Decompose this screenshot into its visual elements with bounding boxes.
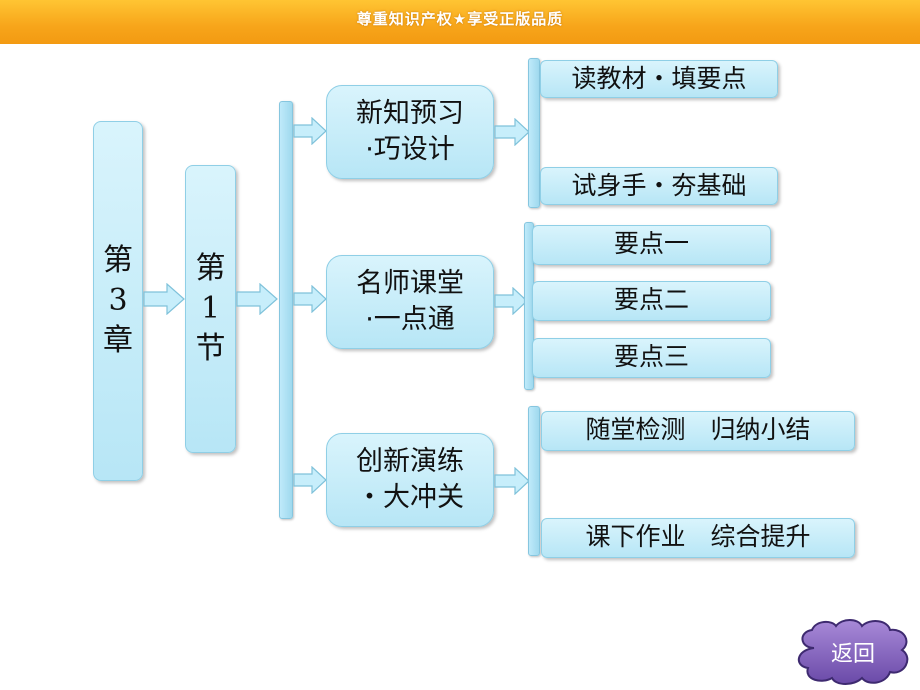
arrow-to-group-3-icon — [293, 466, 327, 494]
item-in-class-test[interactable]: 随堂检测 归纳小结 — [541, 411, 855, 451]
arrow-group-2-to-items-icon — [494, 287, 528, 315]
item-read-textbook[interactable]: 读教材・填要点 — [540, 60, 778, 98]
arrow-to-group-1-icon — [293, 117, 327, 145]
groups-bracket-bar — [279, 101, 293, 519]
item-homework[interactable]: 课下作业 综合提升 — [541, 518, 855, 558]
top-banner: 尊重知识产权★享受正版品质 — [0, 0, 920, 44]
arrow-group-3-to-items-icon — [494, 467, 530, 495]
chapter-line-1: 第 — [103, 243, 133, 278]
group-3-box[interactable]: 创新演练 ・大冲关 — [326, 433, 494, 527]
arrow-group-1-to-items-icon — [494, 118, 530, 146]
group-3-items-bar — [528, 406, 540, 556]
section-line-2: 1 — [200, 291, 221, 326]
group-2-box[interactable]: 名师课堂 ·一点通 — [326, 255, 494, 349]
arrow-chapter-to-section-icon — [143, 283, 185, 315]
group-1-line-1: 新知预习 — [356, 98, 464, 129]
group-3-line-2: ・大冲关 — [356, 482, 464, 513]
chapter-line-2: 3 — [108, 283, 128, 318]
back-button-cloud-icon[interactable] — [792, 618, 914, 686]
arrow-to-group-2-icon — [293, 285, 327, 313]
chapter-box[interactable]: 第 3 章 — [93, 121, 143, 481]
item-try-yourself[interactable]: 试身手・夯基础 — [540, 167, 778, 205]
group-2-line-1: 名师课堂 — [356, 268, 464, 299]
group-2-line-2: ·一点通 — [365, 304, 455, 335]
section-line-3: 节 — [195, 331, 226, 366]
section-box[interactable]: 第 1 节 — [185, 165, 236, 453]
banner-text: 尊重知识产权★享受正版品质 — [356, 10, 564, 28]
group-1-line-2: ·巧设计 — [365, 134, 455, 165]
section-line-1: 第 — [195, 251, 226, 286]
arrow-section-to-groups-icon — [236, 283, 278, 315]
back-button-label[interactable]: 返回 — [830, 642, 875, 667]
item-key-point-2[interactable]: 要点二 — [532, 281, 771, 321]
item-key-point-3[interactable]: 要点三 — [532, 338, 771, 378]
chapter-line-3: 章 — [103, 323, 133, 358]
group-1-items-bar — [528, 58, 540, 208]
group-1-box[interactable]: 新知预习 ·巧设计 — [326, 85, 494, 179]
item-key-point-1[interactable]: 要点一 — [532, 225, 771, 265]
group-3-line-1: 创新演练 — [356, 446, 464, 477]
